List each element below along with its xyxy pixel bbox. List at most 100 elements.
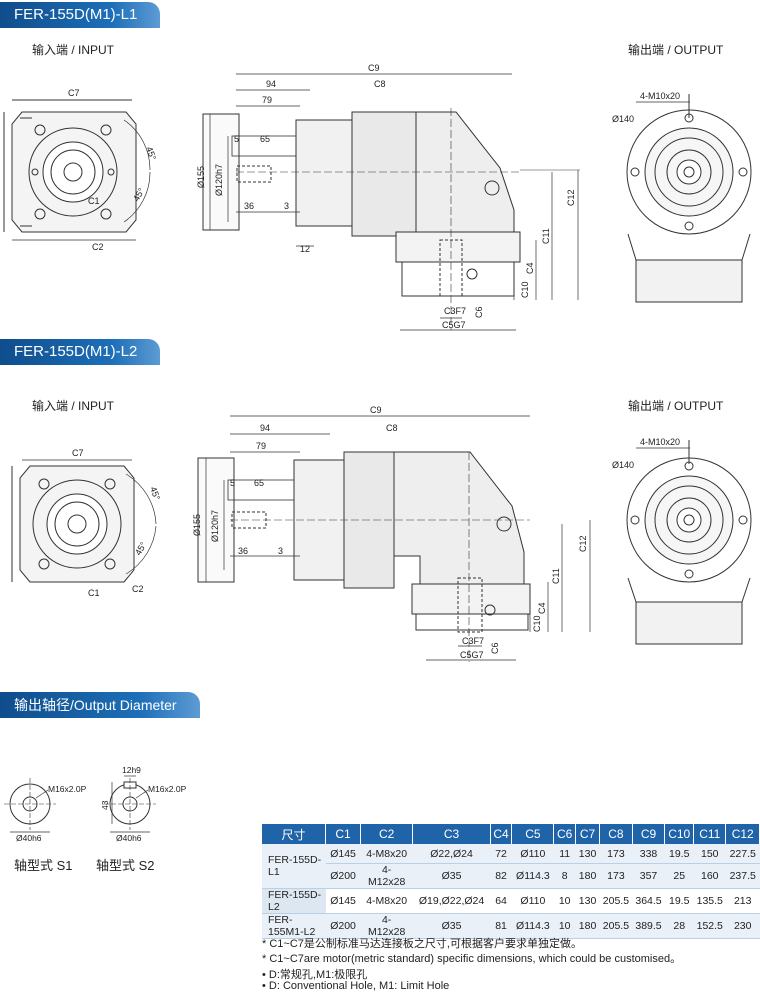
table-cell: 237.5 bbox=[725, 863, 760, 889]
dim-c9-l2: C9 bbox=[370, 405, 382, 415]
dim-79-l2: 79 bbox=[256, 441, 266, 451]
dim-36-l2: 36 bbox=[238, 546, 248, 556]
dim-4m10: 4-M10x20 bbox=[640, 91, 680, 101]
note-3: • D:常规孔,M1:极限孔 bbox=[262, 969, 368, 981]
dim-d140: Ø140 bbox=[612, 114, 634, 124]
dim-c2: C2 bbox=[92, 242, 104, 252]
table-cell: 19.5 bbox=[664, 888, 694, 914]
dim-65: 65 bbox=[260, 134, 270, 144]
output-flange-view-l1 bbox=[626, 94, 752, 303]
table-cell: 160 bbox=[693, 863, 726, 889]
dim-5-l2: 5 bbox=[230, 478, 235, 488]
table-cell: 205.5 bbox=[599, 913, 633, 939]
dim-4m10-l2: 4-M10x20 bbox=[640, 437, 680, 447]
note-4: • D: Conventional Hole, M1: Limit Hole bbox=[262, 980, 450, 992]
dim-65-l2: 65 bbox=[254, 478, 264, 488]
dim-d120-l2: Ø120h7 bbox=[210, 510, 220, 542]
dim-c3: C3F7 bbox=[444, 306, 466, 316]
dim-c5-l2: C5G7 bbox=[460, 650, 484, 660]
table-cell-model: FER-155D-L2 bbox=[262, 888, 326, 914]
dim-c7: C7 bbox=[68, 88, 80, 98]
output-label-l2: 输出端 / OUTPUT bbox=[628, 399, 724, 413]
shaft-s1-label: 轴型式 S1 bbox=[14, 858, 73, 873]
s1-thread: M16x2.0P bbox=[48, 784, 87, 794]
shaft-s1 bbox=[4, 778, 56, 833]
table-cell: Ø19,Ø22,Ø24 bbox=[412, 888, 491, 914]
table-cell: 4-M12x28 bbox=[360, 913, 413, 939]
dim-c4-l2: C4 bbox=[537, 602, 547, 614]
dim-36: 36 bbox=[244, 201, 254, 211]
table-cell: 72 bbox=[490, 844, 512, 864]
table-cell: Ø145 bbox=[325, 888, 361, 914]
dim-c4: C4 bbox=[525, 262, 535, 274]
dim-3-l2: 3 bbox=[278, 546, 283, 556]
table-cell: Ø22,Ø24 bbox=[412, 844, 491, 864]
input-label-l1: 输入端 / INPUT bbox=[32, 43, 115, 57]
dim-c7-l2: C7 bbox=[72, 448, 84, 458]
table-cell: 81 bbox=[490, 913, 512, 939]
dim-5: 5 bbox=[234, 134, 239, 144]
dim-d155-l2: Ø155 bbox=[192, 514, 202, 536]
table-cell-model: FER-155D-L1 bbox=[262, 844, 326, 889]
table-cell: 150 bbox=[693, 844, 726, 864]
side-view-l2 bbox=[197, 415, 591, 662]
dim-79: 79 bbox=[262, 95, 272, 105]
table-header-c8: C8 bbox=[599, 824, 633, 844]
dim-c6: C6 bbox=[474, 306, 484, 318]
output-shaft-drawings: M16x2.0P Ø40h6 12h9 43 M16x2.0P Ø40h6 bbox=[4, 765, 187, 843]
note-2: * C1~C7are motor(metric standard) specif… bbox=[262, 953, 682, 965]
table-cell: 230 bbox=[725, 913, 760, 939]
table-header-size: 尺寸 bbox=[262, 824, 327, 844]
table-header-c10: C10 bbox=[664, 824, 695, 844]
table-cell: 180 bbox=[575, 913, 600, 939]
section-banner-l1: FER-155D(M1)-L1 bbox=[0, 2, 160, 28]
s2-diameter: Ø40h6 bbox=[116, 833, 142, 843]
s2-key: 12h9 bbox=[122, 765, 141, 775]
table-cell: 4-M12x28 bbox=[360, 863, 413, 889]
table-cell: 180 bbox=[575, 863, 600, 889]
dim-12: 12 bbox=[300, 244, 310, 254]
table-cell: 64 bbox=[490, 888, 512, 914]
dim-3: 3 bbox=[284, 201, 289, 211]
note-1: * C1~C7是公制标准马达连接板之尺寸,可根据客户要求单独定做。 bbox=[262, 938, 582, 950]
output-label-l1: 输出端 / OUTPUT bbox=[628, 43, 724, 57]
dim-c8: C8 bbox=[374, 79, 386, 89]
table-header-c3: C3 bbox=[412, 824, 491, 844]
dim-c8-l2: C8 bbox=[386, 423, 398, 433]
table-cell: 82 bbox=[490, 863, 512, 889]
table-cell: Ø114.3 bbox=[511, 863, 554, 889]
dim-c10-l2: C10 bbox=[532, 615, 542, 632]
dim-45-a: 45° bbox=[144, 145, 158, 162]
table-cell: Ø200 bbox=[325, 913, 361, 939]
dim-c1: C1 bbox=[88, 196, 100, 206]
table-cell: 338 bbox=[632, 844, 665, 864]
dim-c12-l2: C12 bbox=[578, 535, 588, 552]
dim-d155: Ø155 bbox=[196, 166, 206, 188]
table-header-c9: C9 bbox=[632, 824, 666, 844]
table-cell: 8 bbox=[553, 863, 576, 889]
table-cell: 130 bbox=[575, 888, 600, 914]
dim-c12: C12 bbox=[566, 189, 576, 206]
table-cell: 135.5 bbox=[693, 888, 726, 914]
dim-c11-l2: C11 bbox=[551, 568, 561, 584]
table-header-c1: C1 bbox=[325, 824, 362, 844]
table-cell: Ø114.3 bbox=[511, 913, 554, 939]
table-cell-model: FER-155M1-L2 bbox=[262, 913, 326, 939]
table-header-c4: C4 bbox=[490, 824, 513, 844]
section-banner-output-diameter: 输出轴径/Output Diameter bbox=[0, 692, 200, 718]
dim-c6-l2: C6 bbox=[490, 642, 500, 654]
dim-d140-l2: Ø140 bbox=[612, 460, 634, 470]
table-cell: 10 bbox=[553, 888, 576, 914]
table-cell: Ø35 bbox=[412, 913, 491, 939]
side-view-l1 bbox=[202, 73, 580, 331]
table-cell: 213 bbox=[725, 888, 760, 914]
section-banner-l2: FER-155D(M1)-L2 bbox=[0, 339, 160, 365]
table-cell: 227.5 bbox=[725, 844, 760, 864]
table-cell: 28 bbox=[664, 913, 694, 939]
table-header-c6: C6 bbox=[553, 824, 576, 844]
input-label-l2: 输入端 / INPUT bbox=[32, 399, 115, 413]
